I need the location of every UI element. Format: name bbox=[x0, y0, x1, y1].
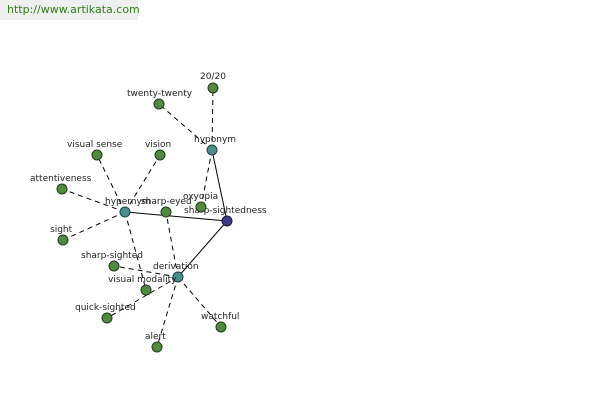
node-marker-hyponym[interactable] bbox=[206, 144, 218, 156]
graph-node-sight[interactable]: sight bbox=[50, 225, 73, 246]
graph-node-watchful[interactable]: watchful bbox=[201, 312, 239, 333]
node-marker-sight[interactable] bbox=[57, 234, 69, 246]
edge-root-derivation bbox=[177, 220, 228, 278]
edge-hypernym-visualmodality bbox=[124, 211, 147, 291]
graph-node-oxyopia[interactable]: oxyopia bbox=[183, 192, 218, 213]
node-marker-hypernym[interactable] bbox=[119, 206, 131, 218]
node-label-alert[interactable]: alert bbox=[145, 332, 166, 342]
node-label-visualsense[interactable]: visual sense bbox=[67, 140, 123, 150]
edge-derivation-alert bbox=[156, 276, 179, 348]
graph-node-root[interactable]: sharp-sightedness bbox=[184, 206, 267, 227]
edge-root-hypernym bbox=[124, 211, 228, 222]
node-marker-oxyopia[interactable] bbox=[195, 201, 207, 213]
graph-node-w2020[interactable]: 20/20 bbox=[200, 72, 226, 94]
graph-node-vision[interactable]: vision bbox=[145, 140, 171, 161]
node-label-quicksighted[interactable]: quick-sighted bbox=[75, 303, 136, 313]
node-marker-derivation[interactable] bbox=[172, 271, 184, 283]
node-marker-sharpsighted[interactable] bbox=[108, 260, 120, 272]
node-marker-vision[interactable] bbox=[154, 149, 166, 161]
edge-hyponym-twentytwenty bbox=[158, 103, 213, 151]
graph-edges bbox=[61, 87, 228, 348]
graph-node-sharpsighted[interactable]: sharp-sighted bbox=[81, 251, 143, 272]
node-label-w2020[interactable]: 20/20 bbox=[200, 72, 226, 82]
node-marker-root[interactable] bbox=[221, 215, 233, 227]
graph-nodes: sharp-sightedness hypernym hyponym derivati… bbox=[30, 72, 267, 353]
node-label-oxyopia[interactable]: oxyopia bbox=[183, 192, 218, 202]
node-label-sharpsighted[interactable]: sharp-sighted bbox=[81, 251, 143, 261]
edge-derivation-sharpsighted bbox=[113, 265, 179, 278]
node-label-twentytwenty[interactable]: twenty-twenty bbox=[127, 89, 193, 99]
graph-node-alert[interactable]: alert bbox=[145, 332, 166, 353]
node-marker-visualmodality[interactable] bbox=[140, 284, 152, 296]
edge-hypernym-attentiveness bbox=[61, 188, 126, 213]
graph-node-derivation[interactable]: derivation bbox=[153, 262, 199, 283]
node-marker-visualsense[interactable] bbox=[91, 149, 103, 161]
node-marker-alert[interactable] bbox=[151, 341, 163, 353]
edge-hypernym-visualsense bbox=[96, 154, 126, 213]
edge-derivation-sharpeyed bbox=[165, 211, 179, 278]
node-label-root[interactable]: sharp-sightedness bbox=[184, 206, 267, 216]
edge-root-hyponym bbox=[211, 149, 228, 222]
graph-node-hypernym[interactable]: hypernym bbox=[105, 197, 151, 218]
node-label-watchful[interactable]: watchful bbox=[201, 312, 239, 322]
node-marker-twentytwenty[interactable] bbox=[153, 98, 165, 110]
graph-node-visualmodality[interactable]: visual modality bbox=[108, 275, 177, 296]
node-label-vision[interactable]: vision bbox=[145, 140, 171, 150]
graph-node-sharpeyed[interactable]: sharp-eyed bbox=[141, 197, 192, 218]
edge-derivation-watchful bbox=[177, 276, 222, 328]
graph-node-twentytwenty[interactable]: twenty-twenty bbox=[127, 89, 193, 110]
graph-node-visualsense[interactable]: visual sense bbox=[67, 140, 123, 161]
edge-hyponym-oxyopia bbox=[200, 149, 213, 208]
site-url-link[interactable]: http://www.artikata.com bbox=[7, 3, 140, 16]
node-marker-attentiveness[interactable] bbox=[56, 183, 68, 195]
node-label-hypernym[interactable]: hypernym bbox=[105, 197, 151, 207]
node-label-hyponym[interactable]: hyponym bbox=[194, 135, 236, 145]
node-marker-watchful[interactable] bbox=[215, 321, 227, 333]
node-label-attentiveness[interactable]: attentiveness bbox=[30, 174, 92, 184]
node-marker-quicksighted[interactable] bbox=[101, 312, 113, 324]
graph-node-quicksighted[interactable]: quick-sighted bbox=[75, 303, 136, 324]
graph-node-hyponym[interactable]: hyponym bbox=[194, 135, 236, 156]
node-label-derivation[interactable]: derivation bbox=[153, 262, 199, 272]
edge-hypernym-vision bbox=[124, 154, 161, 213]
node-marker-sharpeyed[interactable] bbox=[160, 206, 172, 218]
url-banner: http://www.artikata.com bbox=[0, 0, 140, 20]
graph-node-attentiveness[interactable]: attentiveness bbox=[30, 174, 92, 195]
node-label-sharpeyed[interactable]: sharp-eyed bbox=[141, 197, 192, 207]
edge-hypernym-sight bbox=[62, 211, 126, 241]
edge-hyponym-w2020 bbox=[211, 87, 214, 151]
edge-derivation-quicksighted bbox=[106, 276, 179, 319]
node-label-sight[interactable]: sight bbox=[50, 225, 73, 235]
node-marker-w2020[interactable] bbox=[207, 82, 219, 94]
node-label-visualmodality[interactable]: visual modality bbox=[108, 275, 177, 285]
